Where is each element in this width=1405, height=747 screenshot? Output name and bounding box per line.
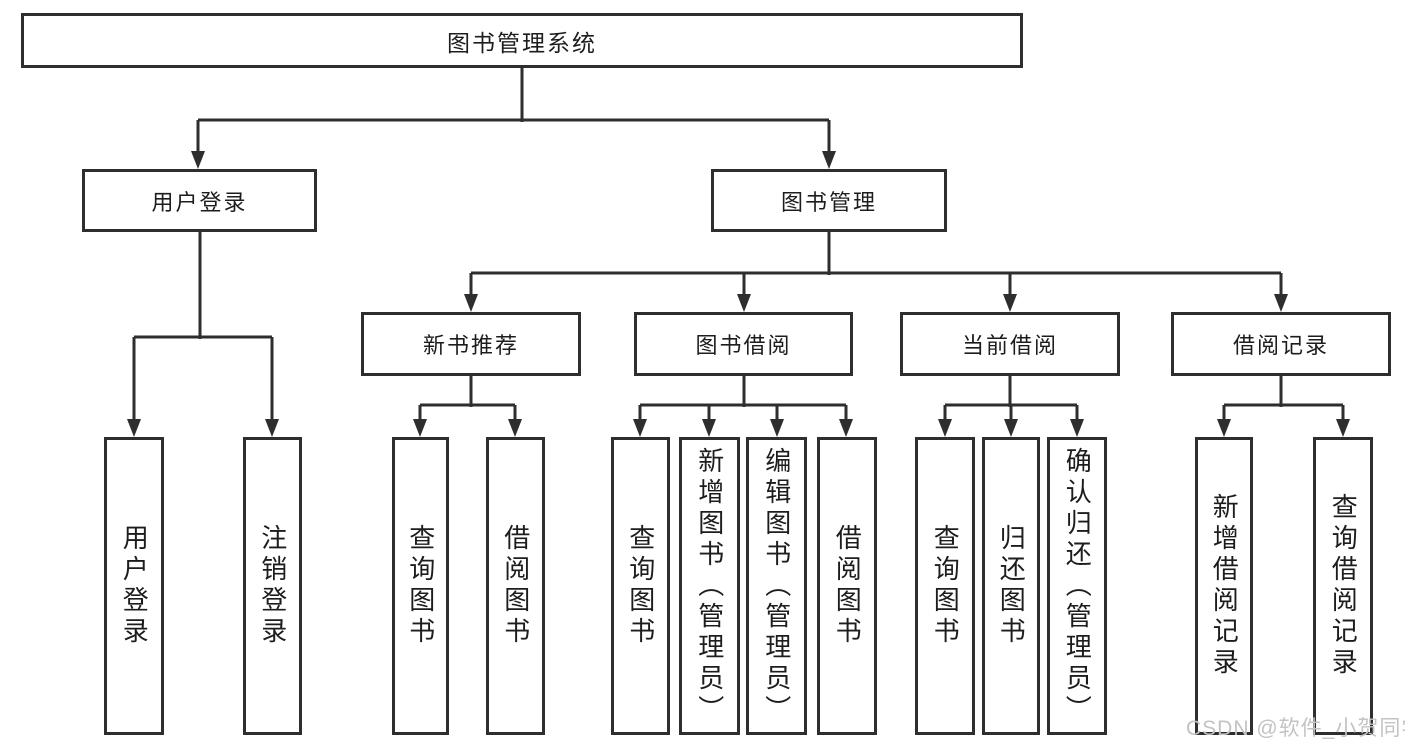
node-book-management-branch: 图书管理 [711,169,947,232]
node-current-borrowing: 当前借阅 [900,312,1120,376]
node-confirm-return-admin: 确认归还（管理员） [1047,437,1107,735]
node-label: 归还图书 [996,524,1027,648]
node-new-book-recommend: 新书推荐 [361,312,581,376]
node-label: 新书推荐 [422,333,519,358]
node-label: 查询图书 [625,524,656,648]
node-query-books-3: 查询图书 [915,437,975,735]
node-edit-books-admin: 编辑图书（管理员） [746,437,807,735]
node-label: 注销登录 [257,524,288,648]
node-label: 确认归还（管理员） [1062,446,1093,726]
node-label: 图书管理系统 [447,29,597,56]
node-label: 查询图书 [405,524,436,648]
node-label: 当前借阅 [961,333,1058,358]
tree-edges [132,68,1345,423]
node-add-borrow-record: 新增借阅记录 [1195,437,1253,735]
node-borrow-books-1: 借阅图书 [486,437,545,735]
node-book-borrowing: 图书借阅 [634,312,853,376]
node-query-borrow-record: 查询借阅记录 [1313,437,1373,735]
csdn-watermark: CSDN @软件_小贺同学 [1186,717,1405,740]
node-label: 借阅图书 [832,524,863,648]
node-user-login-branch: 用户登录 [82,169,317,232]
node-borrowing-records: 借阅记录 [1171,312,1391,376]
node-user-login-leaf: 用户登录 [104,437,164,735]
node-add-books-admin: 新增图书（管理员） [679,437,740,735]
node-borrow-books-2: 借阅图书 [817,437,877,735]
node-label: 借阅记录 [1232,333,1329,358]
node-library-management-system: 图书管理系统 [21,13,1023,68]
node-label: 查询借阅记录 [1328,493,1359,679]
node-logout-leaf: 注销登录 [243,437,302,735]
node-label: 新增借阅记录 [1209,493,1240,679]
node-label: 用户登录 [151,189,248,215]
node-query-books-2: 查询图书 [611,437,670,735]
node-label: 用户登录 [119,524,150,648]
arrowheads [127,151,1350,437]
node-label: 借阅图书 [500,524,531,648]
node-label: 查询图书 [930,524,961,648]
node-label: 编辑图书（管理员） [761,446,792,726]
node-label: 新增图书（管理员） [694,446,725,726]
node-query-books-1: 查询图书 [392,437,449,735]
node-label: 图书管理 [780,189,877,215]
node-return-books: 归还图书 [982,437,1040,735]
node-label: 图书借阅 [695,333,792,358]
